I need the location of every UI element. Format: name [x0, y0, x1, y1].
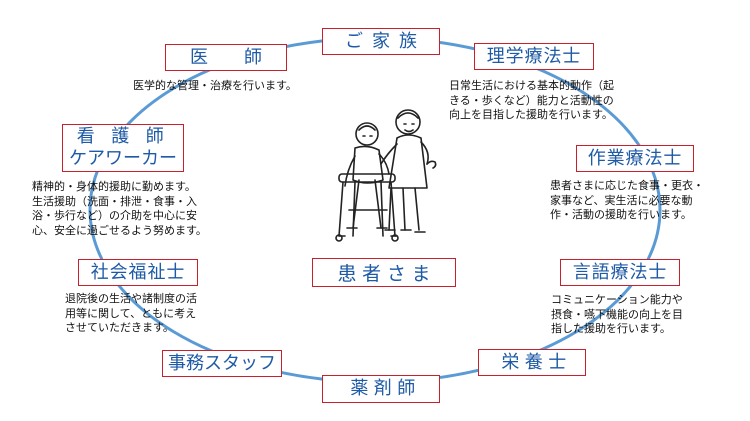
- role-social-label: 社会福祉士: [90, 261, 186, 283]
- center-patient-label: 患者さま: [337, 263, 437, 285]
- role-pharmacist-label: 薬剤師: [350, 378, 421, 400]
- role-ot-box: 作業療法士: [576, 145, 694, 172]
- role-nutrition-label: 栄養士: [501, 351, 572, 373]
- role-doctor-label: 医 師: [190, 46, 271, 68]
- role-social-desc: 退院後の生活や諸制度の活 用等に関して、ともに考え させていただきます。: [65, 292, 197, 334]
- role-ot-desc: 患者さまに応じた食事・更衣・ 家事など、実生活に必要な動 作・活動の援助を行いま…: [550, 179, 704, 221]
- center-patient-box: 患者さま: [312, 258, 456, 287]
- role-family-box: ご家族: [322, 28, 440, 55]
- role-doctor-box: 医 師: [165, 44, 287, 71]
- role-pt-desc: 日常生活における基本的動作（起 きる・歩くなど）能力と活動性の 向上を目指した援…: [449, 79, 614, 121]
- caregiver-helping-walker-patient-illustration-icon: [335, 109, 437, 242]
- role-office-box: 事務スタッフ: [162, 350, 282, 377]
- role-nurse-label-line1: 看 護 師: [76, 126, 170, 147]
- role-st-box: 言語療法士: [560, 259, 680, 286]
- role-pharmacist-box: 薬剤師: [322, 375, 440, 403]
- role-doctor-desc: 医学的な管理・治療を行います。: [133, 79, 297, 92]
- role-pt-label: 理学療法士: [486, 45, 582, 67]
- role-social-box: 社会福祉士: [78, 259, 198, 286]
- role-nurse-box: 看 護 師 ケアワーカー: [62, 124, 184, 172]
- role-office-label: 事務スタッフ: [168, 352, 276, 374]
- role-nurse-label-line2: ケアワーカー: [69, 148, 177, 169]
- role-ot-label: 作業療法士: [587, 147, 683, 169]
- role-nutrition-box: 栄養士: [478, 349, 586, 376]
- role-st-desc: コミュニケーション能力や 摂食・嚥下機能の向上を目 指した援助を行います。: [551, 293, 683, 335]
- role-family-label: ご家族: [345, 30, 426, 52]
- role-pt-box: 理学療法士: [474, 43, 594, 70]
- role-st-label: 言語療法士: [572, 261, 668, 283]
- role-nurse-desc: 精神的・身体的援助に勤めます。 生活援助（洗面・排泄・食事・入 浴・歩行など）の…: [32, 180, 207, 237]
